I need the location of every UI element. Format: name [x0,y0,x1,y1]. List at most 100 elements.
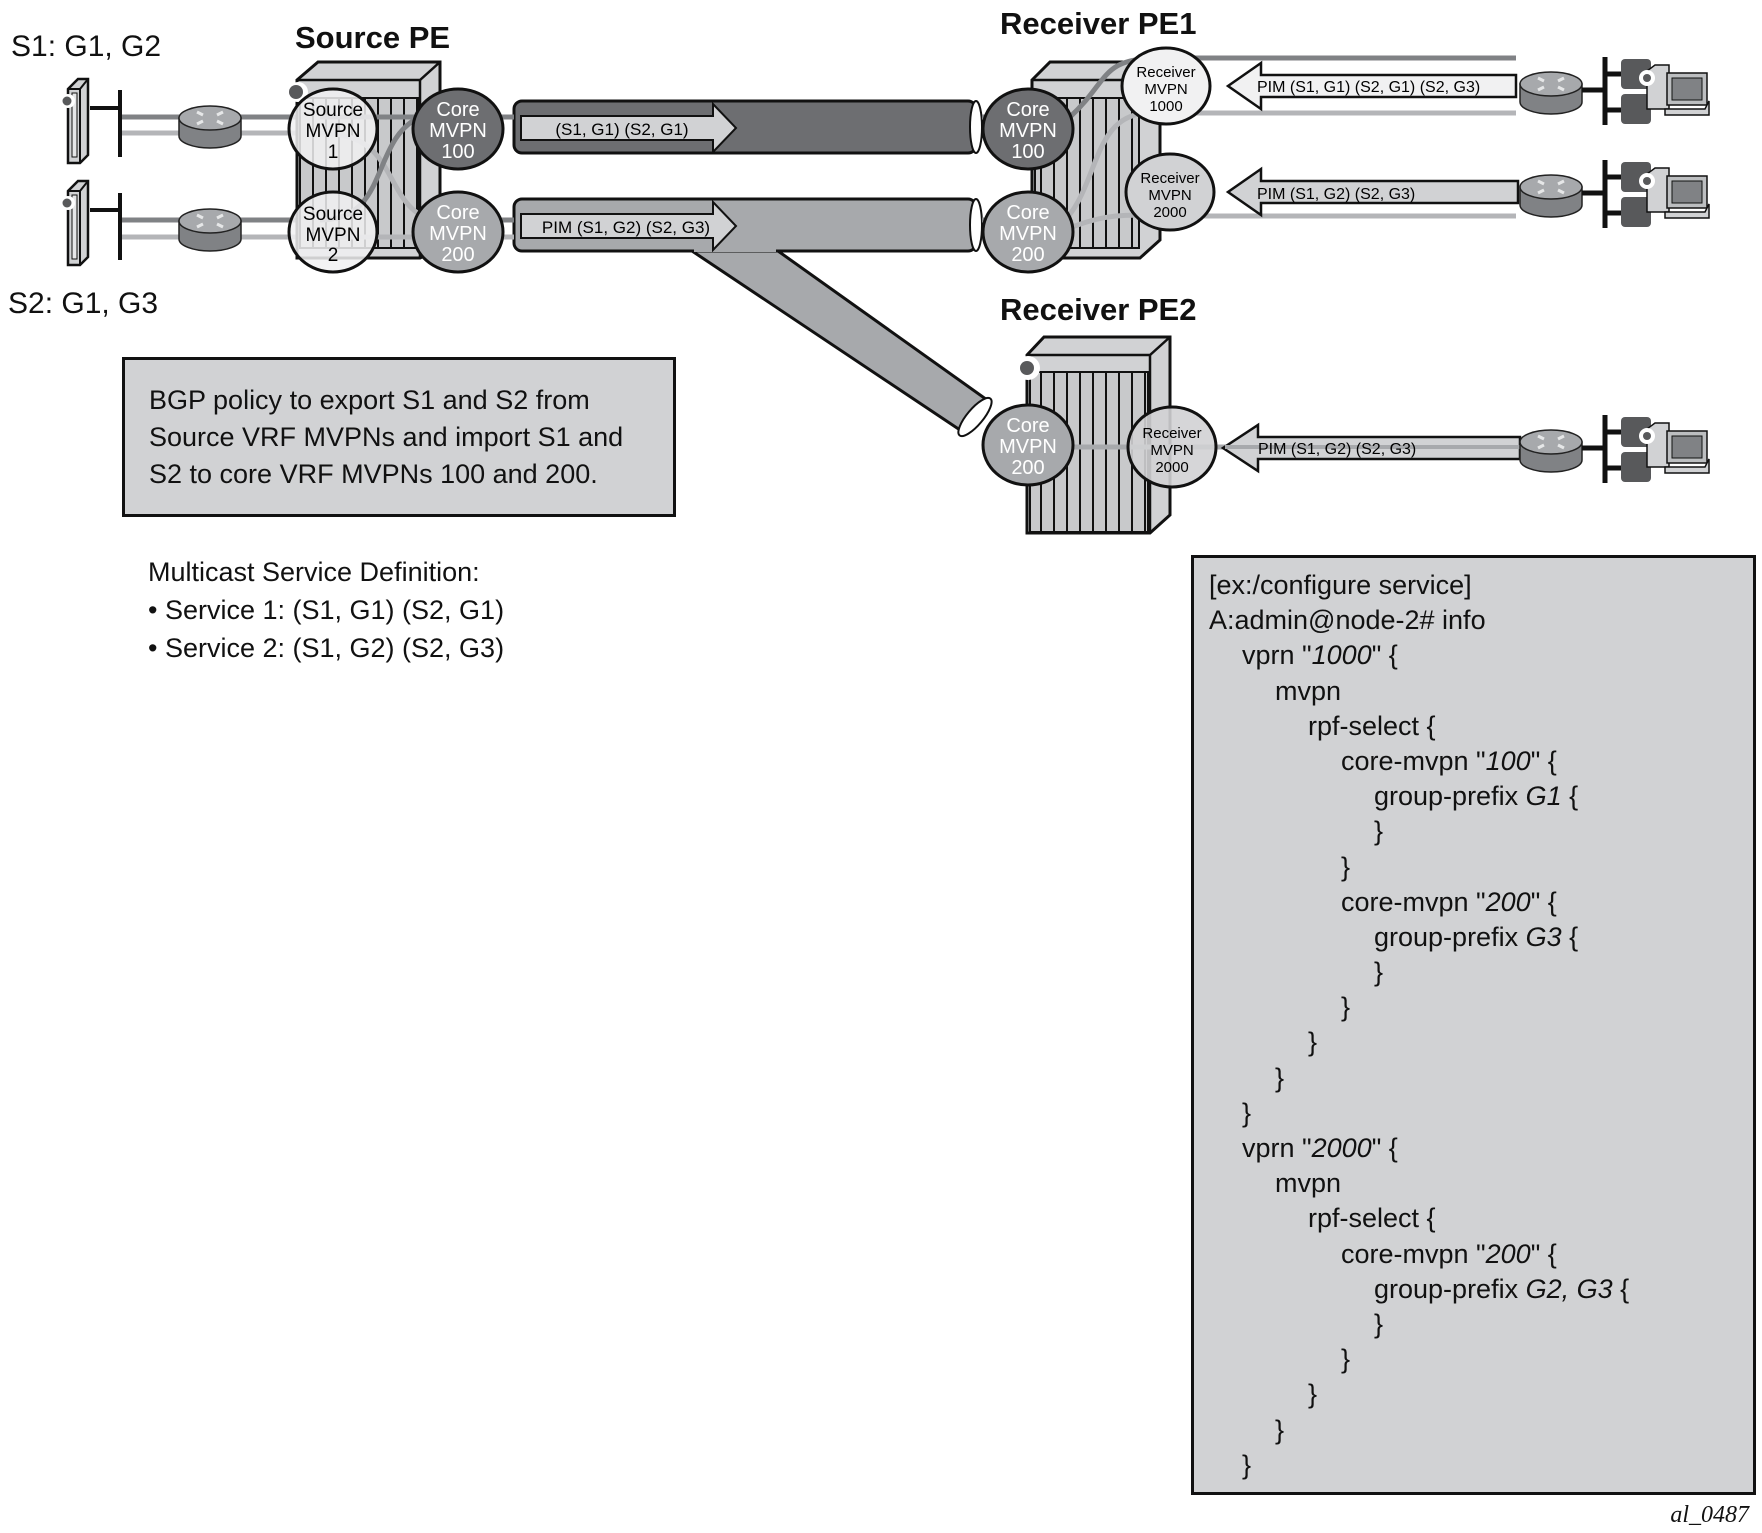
svg-text:2000: 2000 [1155,459,1188,476]
cli-line: group-prefix G3 { [1209,920,1753,955]
tunnel-core-mvpn-100: (S1, G1) (S2, G1) [500,99,983,155]
cli-line: } [1209,1342,1753,1377]
svg-text:1: 1 [328,142,339,163]
cli-line: } [1209,1061,1753,1096]
server-icon [59,77,90,165]
tunnel-core-mvpn-200: PIM (S1, G2) (S2, G3) [500,197,993,438]
cli-text: vprn " [1242,1133,1312,1163]
bgp-policy-note: BGP policy to export S1 and S2 from Sour… [122,357,676,517]
source-pe-title: Source PE [295,20,451,55]
svg-text:Core: Core [436,202,479,224]
cli-line: mvpn [1209,674,1753,709]
svg-text:Receiver: Receiver [1140,170,1199,187]
cli-text: } [1341,851,1351,882]
cli-line: core-mvpn "100" { [1209,744,1753,779]
svg-text:Core: Core [436,99,479,121]
source-s2-group [59,179,320,267]
source-s1-group [59,77,320,165]
pe2-core-mvpn-200: Core MVPN 200 [981,403,1075,487]
cli-value: G3 [1525,921,1562,952]
workstation-icon [1605,57,1709,125]
cli-text: } [1242,1449,1252,1480]
router-icon [177,104,243,150]
multicast-service-definition: Multicast Service Definition: • Service … [148,553,504,667]
cli-value: 100 [1485,745,1531,776]
cli-text: A:admin@node-2# info [1209,605,1486,636]
policy-line: Source VRF MVPNs and import S1 and [149,422,624,452]
svg-text:Receiver: Receiver [1136,64,1195,81]
cli-line: core-mvpn "200" { [1209,1237,1753,1272]
cli-text: group-prefix [1374,1273,1526,1304]
cli-text: mvpn [1275,1168,1342,1199]
pim-join-label: PIM (S1, G2) (S2, G3) [1258,441,1416,458]
service-item: • Service 2: (S1, G2) (S2, G3) [148,633,505,663]
cli-text: } [1308,1379,1318,1410]
router-icon [1518,173,1584,219]
cli-line: } [1209,850,1753,885]
router-icon [1518,70,1584,116]
svg-text:100: 100 [441,141,474,163]
svg-text:Core: Core [1006,202,1049,224]
cli-value: G1 [1525,781,1562,812]
source-s1-label: S1: G1, G2 [11,30,162,63]
source-mvpn-1: Source MVPN 1 [287,87,379,171]
cli-text: " { [1371,640,1398,671]
workstation-icon [1605,160,1709,228]
cli-line: [ex:/configure service] [1209,568,1753,603]
cli-text: { [1612,1273,1630,1304]
svg-text:Receiver: Receiver [1142,425,1201,442]
pe1-join-arrow-1000: PIM (S1, G1) (S2, G1) (S2, G3) [1225,60,1518,112]
pe1-join-arrow-2000: PIM (S1, G2) (S2, G3) [1225,166,1520,218]
figure-id: al_0487 [1670,1502,1749,1528]
svg-text:Source: Source [303,100,363,121]
cli-text: } [1374,1308,1384,1339]
pim-join-label: PIM (S1, G1) (S2, G1) (S2, G3) [1257,79,1480,96]
svg-text:MVPN: MVPN [1148,187,1191,204]
pe1-core-mvpn-100: Core MVPN 100 [981,87,1075,171]
svg-text:MVPN: MVPN [1150,442,1193,459]
tunnel-100-label: (S1, G1) (S2, G1) [555,120,688,139]
cli-value: 1000 [1311,640,1372,671]
pe2-join-arrow: PIM (S1, G2) (S2, G3) [1220,422,1522,474]
svg-text:2000: 2000 [1153,204,1186,221]
cli-line: } [1209,1307,1753,1342]
svg-text:Core: Core [1006,415,1049,437]
svg-text:MVPN: MVPN [999,436,1057,458]
svg-text:Core: Core [1006,99,1049,121]
svg-text:1000: 1000 [1149,98,1182,115]
svg-text:200: 200 [441,244,474,266]
cli-line: } [1209,1448,1753,1483]
receiver-pe1-title: Receiver PE1 [1000,6,1197,41]
router-icon [1518,428,1584,474]
service-heading: Multicast Service Definition: [148,557,480,587]
cli-text: " { [1530,1238,1557,1269]
cli-text: " { [1530,886,1557,917]
cli-text: { [1561,781,1579,812]
receiver-pe2-title: Receiver PE2 [1000,292,1197,327]
svg-text:MVPN: MVPN [429,223,487,245]
cli-value: 200 [1485,1238,1531,1269]
cli-text: core-mvpn " [1341,745,1486,776]
receiver-site-1 [1518,57,1709,125]
cli-line: } [1209,1377,1753,1412]
cli-line: vprn "2000" { [1209,1131,1753,1166]
cli-text: } [1275,1062,1285,1093]
cli-line: A:admin@node-2# info [1209,603,1753,638]
pe1-core-mvpn-200: Core MVPN 200 [981,190,1075,274]
policy-line: S2 to core VRF MVPNs 100 and 200. [149,459,598,489]
cli-line: core-mvpn "200" { [1209,885,1753,920]
cli-text: core-mvpn " [1341,1238,1486,1269]
cli-text: " { [1371,1133,1398,1163]
cli-text: " { [1530,745,1557,776]
receiver-site-3 [1518,415,1709,483]
cli-text: [ex:/configure service] [1209,570,1472,600]
cli-text: } [1275,1414,1285,1445]
pe2-receiver-mvpn-2000: Receiver MVPN 2000 [1126,405,1218,489]
cli-line: group-prefix G1 { [1209,779,1753,814]
cli-line: rpf-select { [1209,709,1753,744]
cli-config-box: [ex:/configure service] A:admin@node-2# i… [1191,555,1756,1495]
svg-text:2: 2 [328,245,339,266]
cli-line: } [1209,1096,1753,1131]
source-s2-label: S2: G1, G3 [8,287,159,320]
svg-text:MVPN: MVPN [306,225,361,246]
